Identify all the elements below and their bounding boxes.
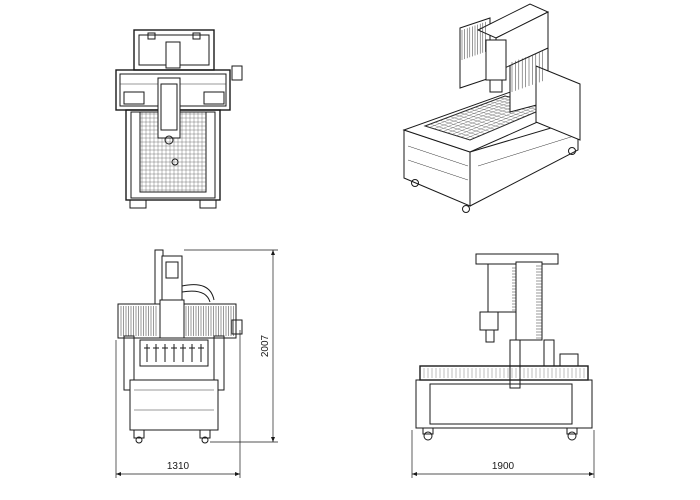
top-view (115, 29, 243, 209)
drawing-line (433, 97, 515, 129)
front-tool-rack (144, 344, 204, 362)
front-height-dimension: 2007 (260, 334, 271, 357)
side-cable-chain (512, 265, 542, 339)
drawing-line (429, 96, 510, 128)
front-width-dimension: 1310 (167, 461, 190, 472)
side-table-rail (423, 368, 585, 378)
drawing-line (460, 103, 542, 138)
iso-view (402, 3, 581, 213)
drawing-line (424, 95, 506, 127)
drawing-line (465, 104, 546, 139)
front-gantry-ribs (120, 306, 234, 336)
side-view (415, 253, 593, 441)
front-view (117, 249, 243, 444)
drawing-line (438, 98, 519, 131)
iso-cable-chain (461, 21, 543, 92)
side-width-dimension: 1900 (492, 461, 515, 472)
